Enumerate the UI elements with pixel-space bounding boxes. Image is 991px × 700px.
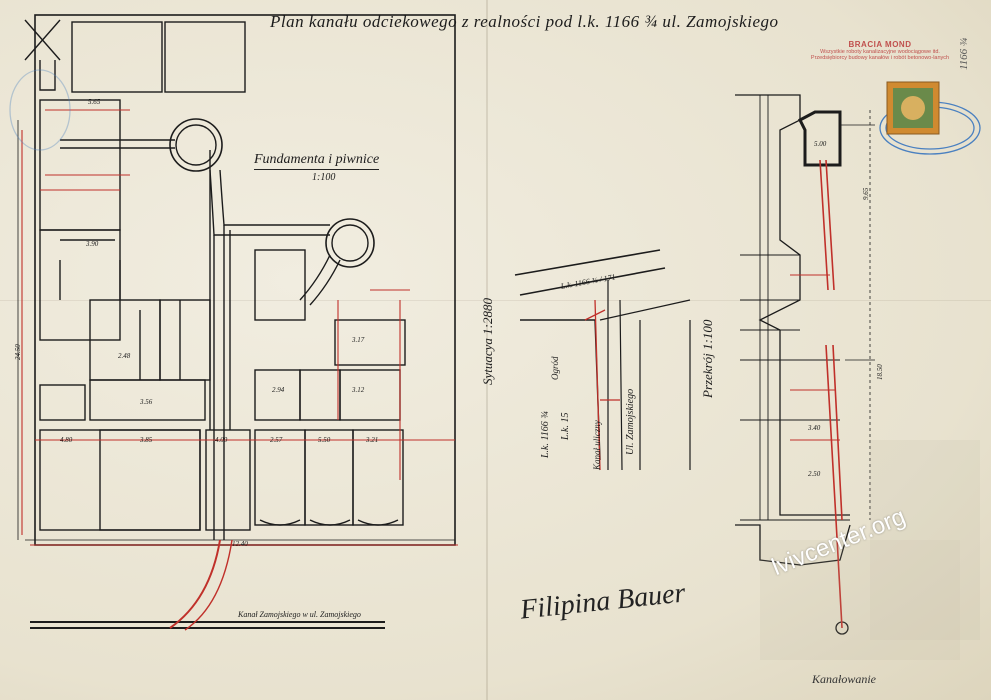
dimension-label: 12.40 (232, 540, 248, 548)
room-top-right (164, 21, 246, 93)
room-right-5 (254, 249, 306, 321)
street-canal (30, 621, 385, 629)
canal-branch-mid (209, 169, 330, 236)
canal-street-label: Kanał uliczny (592, 420, 602, 470)
room-right-4 (334, 319, 406, 366)
foundation-label: Fundamenta i piwnice (254, 152, 380, 170)
dimension-label: 3.17 (352, 336, 365, 344)
section-foundation (735, 524, 851, 566)
section-label: Przekrój 1:100 (700, 319, 715, 398)
cellar-2 (304, 429, 354, 526)
street-canal-label: Kanał Zamojskiego w ul. Zamojskiego (238, 610, 361, 619)
fee-stamp (886, 81, 940, 135)
wing-left (39, 99, 121, 231)
dimension-label: 4.80 (60, 436, 73, 444)
floor-plan (17, 14, 456, 629)
corner-marker (24, 19, 61, 91)
section-canal-upper (819, 159, 835, 291)
well-right (325, 218, 375, 268)
canal-outlet-red (169, 539, 221, 629)
foundation-scale: 1:100 (312, 172, 336, 183)
contractor-signature: Kanałowanie (812, 672, 877, 686)
room-b (159, 299, 211, 381)
dimension-label: 3.21 (366, 436, 379, 444)
dimension-label: 3.12 (352, 386, 365, 394)
canal-branch-right (299, 254, 341, 306)
plan-title: Plan kanału odciekowego z realności pod … (270, 12, 779, 31)
dimension-label: 4.00 (215, 436, 228, 444)
room-front-left (39, 429, 201, 531)
section-drawing (735, 94, 875, 635)
dimension-label: 5.00 (814, 140, 827, 148)
section-canal-lower (825, 344, 843, 629)
dimension-label: 5.65 (88, 98, 101, 106)
lot-label: L.k. 1166 ¾ (540, 411, 551, 458)
margin-note: 1166 ¾ (958, 37, 970, 70)
garden-label: Ogród (550, 356, 560, 380)
dimension-label: 9.65 (862, 187, 870, 200)
dimension-lines (17, 120, 455, 541)
lot-sub-label: L.k. 15 (560, 412, 571, 441)
stamp-line-2: Wszystkie roboty kanalizacyjne wodociągo… (820, 49, 940, 55)
canal-main-vertical (213, 225, 225, 540)
situation-plots (607, 280, 691, 471)
dimension-label: 24.50 (14, 344, 22, 360)
section-window (798, 110, 842, 167)
situation-red (584, 299, 620, 471)
dimension-label: 5.50 (318, 436, 331, 444)
room-right-1 (254, 369, 301, 421)
stamp-title: BRACIA MOND (848, 40, 912, 49)
room-c (89, 379, 206, 421)
dimension-label: 3.90 (86, 240, 99, 248)
dimension-label: 3.56 (140, 398, 153, 406)
street-label: Ul. Zamojskiego (625, 388, 636, 455)
room-top-left (71, 21, 163, 93)
cellar-1 (254, 429, 306, 526)
fold-line-vertical (486, 0, 488, 700)
situation-street-top (514, 249, 666, 296)
vault-arches (259, 519, 399, 526)
dimension-label: 3.40 (808, 424, 821, 432)
stamp-line-3: Przedsiębiorcy budowy kanałów i robót be… (810, 55, 950, 61)
room-front-corridor (205, 429, 251, 531)
dimension-label: 2.94 (272, 386, 285, 394)
dimension-label: 3.85 (140, 436, 153, 444)
room-front-mid (99, 429, 201, 531)
dimension-label: 18.50 (876, 364, 884, 380)
dimension-label: 2.57 (270, 436, 283, 444)
section-canal-red (790, 159, 843, 629)
dimension-label: 2.48 (118, 352, 131, 360)
faint-left-stamp (9, 69, 71, 151)
red-annotations (21, 109, 458, 631)
room-stair (39, 384, 86, 421)
plot-outline (34, 14, 456, 546)
room-right-2 (299, 369, 341, 421)
canal-branch-top (60, 139, 175, 149)
dimension-label: 2.50 (808, 470, 821, 478)
faded-print (760, 440, 980, 660)
company-stamp: BRACIA MOND Wszystkie roboty kanalizacyj… (780, 40, 980, 61)
situation-label: Sytuacya 1:2880 (480, 297, 495, 385)
cellar-3 (352, 429, 404, 526)
well-left (169, 118, 223, 172)
fold-line-horizontal (0, 300, 991, 301)
room-right-3 (339, 369, 401, 421)
wing-left-lower (39, 229, 121, 341)
